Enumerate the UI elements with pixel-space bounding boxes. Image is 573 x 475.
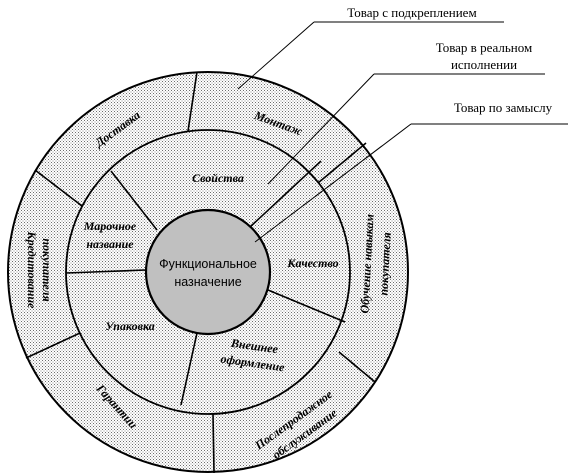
segment-quality-label: Качество: [286, 256, 338, 270]
divider-outer: [187, 71, 198, 132]
callout-augmented-label: Товар с подкреплением: [347, 5, 476, 20]
segment-brand-label-line2: название: [86, 237, 134, 251]
divider-outer: [317, 142, 367, 184]
callout-leader-concept: [254, 123, 412, 243]
callout-actual-label-line1: Товар в реальном: [436, 40, 533, 55]
divider-middle: [180, 332, 198, 406]
divider-middle: [110, 170, 158, 231]
segment-properties-label: Свойства: [192, 171, 244, 185]
core-label-line1: Функциональное: [159, 257, 257, 271]
divider-outer: [338, 351, 376, 383]
segment-training-label-line2: покупателя: [376, 232, 393, 296]
callout-concept-label: Товар по замыслу: [454, 100, 553, 115]
callout-actual-label-line2: исполнении: [451, 57, 517, 72]
divider-middle: [249, 160, 322, 228]
core-label-line2: назначение: [174, 275, 241, 289]
callout-leader-augmented: [237, 21, 315, 90]
core-circle: [144, 208, 272, 336]
divider-middle: [65, 269, 147, 274]
divider-outer: [25, 332, 81, 359]
segment-design-label-line1: Внешнее: [229, 336, 279, 357]
segment-packaging-label: Упаковка: [105, 319, 154, 333]
segment-credit-label-line1: Кредитование: [25, 231, 39, 310]
divider-outer: [34, 169, 83, 207]
callout-leader-actual: [267, 73, 375, 185]
divider-middle: [267, 289, 346, 323]
segment-credit-label-line2: покупателя: [40, 238, 54, 301]
segment-training-label-line1: Обучение навыкам: [357, 214, 376, 314]
segment-brand-label-line1: Марочное: [83, 219, 137, 233]
divider-outer: [212, 412, 215, 474]
